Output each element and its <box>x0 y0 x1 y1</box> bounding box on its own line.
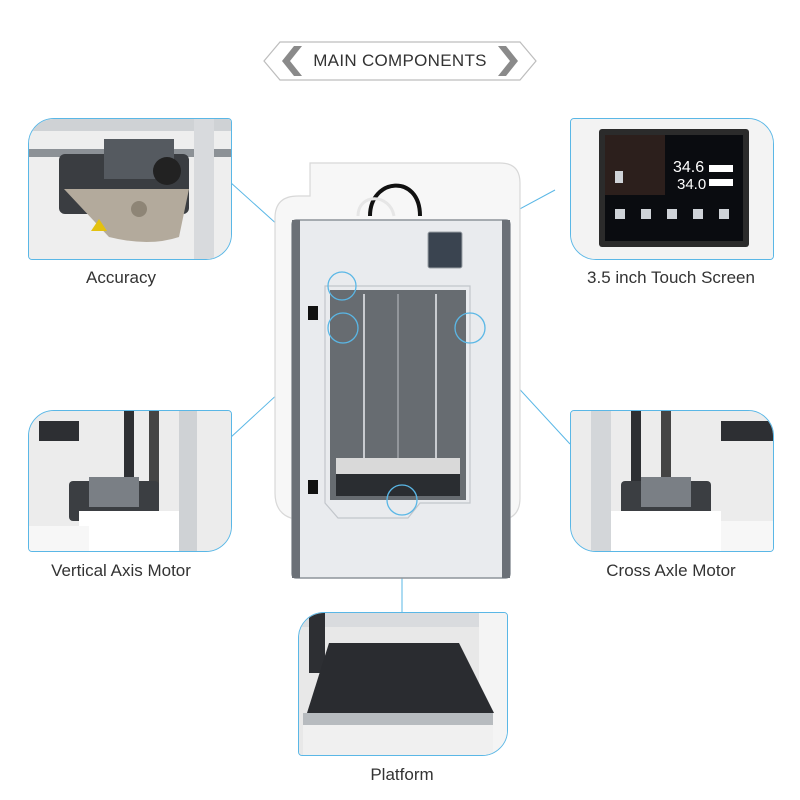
cross-motor-label: Cross Axle Motor <box>606 561 736 580</box>
screen-readout-1: 34.6 <box>673 159 705 176</box>
banner-frame <box>263 41 537 81</box>
extruder-photo <box>29 119 231 259</box>
cross-motor-card <box>570 410 774 552</box>
build-plate <box>336 458 460 474</box>
filament-tube <box>368 183 422 217</box>
cross-motor-photo <box>571 411 773 551</box>
vertical-motor-photo <box>29 411 231 551</box>
accuracy-label: Accuracy <box>86 268 156 287</box>
chevron-right-icon <box>498 46 518 76</box>
printer-touch-screen <box>427 231 463 269</box>
platform-card <box>298 612 508 756</box>
platform-photo <box>299 613 507 755</box>
main-components-banner: MAIN COMPONENTS <box>262 40 538 82</box>
platform-label: Platform <box>370 765 434 784</box>
vertical-motor-card <box>28 410 232 552</box>
build-plate-surface <box>307 643 494 713</box>
printer-status-icon <box>615 171 623 183</box>
vertical-motor-label: Vertical Axis Motor <box>51 561 191 580</box>
touch-screen-photo <box>571 119 773 259</box>
accuracy-card <box>28 118 232 260</box>
touch-screen-card: 34.6 34.0 <box>570 118 774 260</box>
screen-readout-2: 34.0 <box>677 176 707 193</box>
printer-illustration <box>274 162 521 579</box>
page-title: MAIN COMPONENTS <box>313 51 487 70</box>
touch-screen-label: 3.5 inch Touch Screen <box>587 268 755 287</box>
chevron-left-icon <box>282 46 302 76</box>
